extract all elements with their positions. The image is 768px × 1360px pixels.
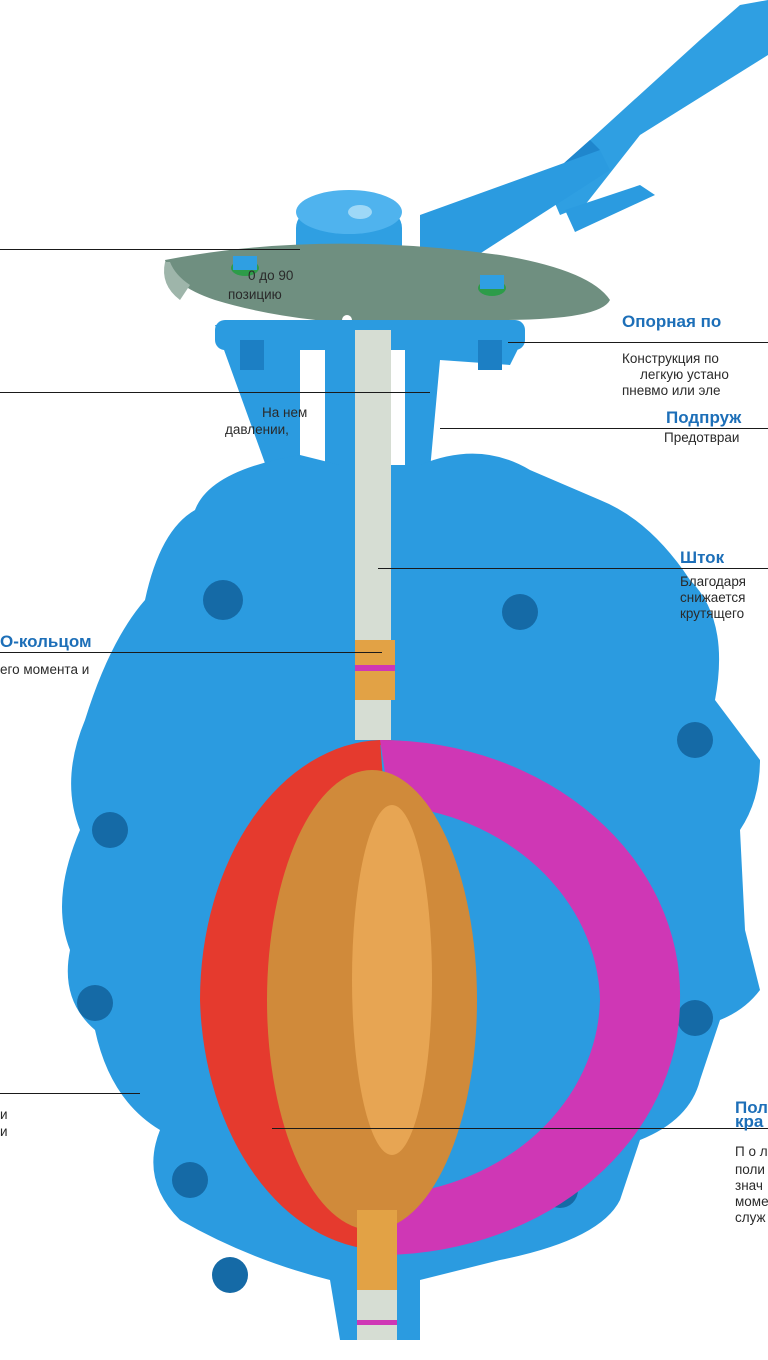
label-seat-line2: и bbox=[0, 1124, 8, 1139]
leader-line-spring bbox=[440, 428, 768, 429]
leader-line-stem bbox=[378, 568, 768, 569]
disc-line3: знач bbox=[735, 1178, 763, 1193]
disc-heading-line2: кра bbox=[735, 1112, 763, 1132]
stem-line2: снижается bbox=[680, 590, 745, 605]
label-handle-line1: 0 до 90 bbox=[248, 268, 293, 283]
leader-line-handle bbox=[0, 249, 300, 250]
support-plate-line3: пневмо или эле bbox=[622, 383, 721, 398]
mounting-plate bbox=[164, 244, 610, 325]
disc-line4: моме bbox=[735, 1194, 768, 1209]
disc-line2: поли bbox=[735, 1162, 765, 1177]
support-plate-heading: Опорная по bbox=[622, 312, 721, 332]
label-oring-heading: О-кольцом bbox=[0, 632, 92, 652]
stem-heading: Шток bbox=[680, 548, 724, 568]
handle-lever bbox=[420, 0, 768, 260]
stem-line3: крутящего bbox=[680, 606, 744, 621]
stem-line1: Благодаря bbox=[680, 574, 746, 589]
disc-line1: П о л bbox=[735, 1144, 768, 1159]
disc-line5: служ bbox=[735, 1210, 766, 1225]
leader-line-oring bbox=[0, 652, 382, 653]
leader-line-support bbox=[508, 342, 768, 343]
spring-line1: Предотвраи bbox=[664, 430, 739, 445]
label-seal-line2: давлении, bbox=[225, 422, 289, 437]
support-plate-line2: легкую устано bbox=[640, 367, 729, 382]
leader-line-seat bbox=[0, 1093, 140, 1094]
label-oring-line1: его момента и bbox=[0, 662, 89, 677]
label-handle-line2: позицию bbox=[228, 287, 282, 302]
label-seal-line1: На нем bbox=[262, 405, 307, 420]
leader-line-disc bbox=[272, 1128, 768, 1129]
support-plate-line1: Конструкция по bbox=[622, 351, 719, 366]
leader-line-seal bbox=[0, 392, 430, 393]
valve-disc bbox=[267, 770, 477, 1230]
spring-heading: Подпруж bbox=[666, 408, 741, 428]
label-seat-line1: и bbox=[0, 1107, 8, 1122]
